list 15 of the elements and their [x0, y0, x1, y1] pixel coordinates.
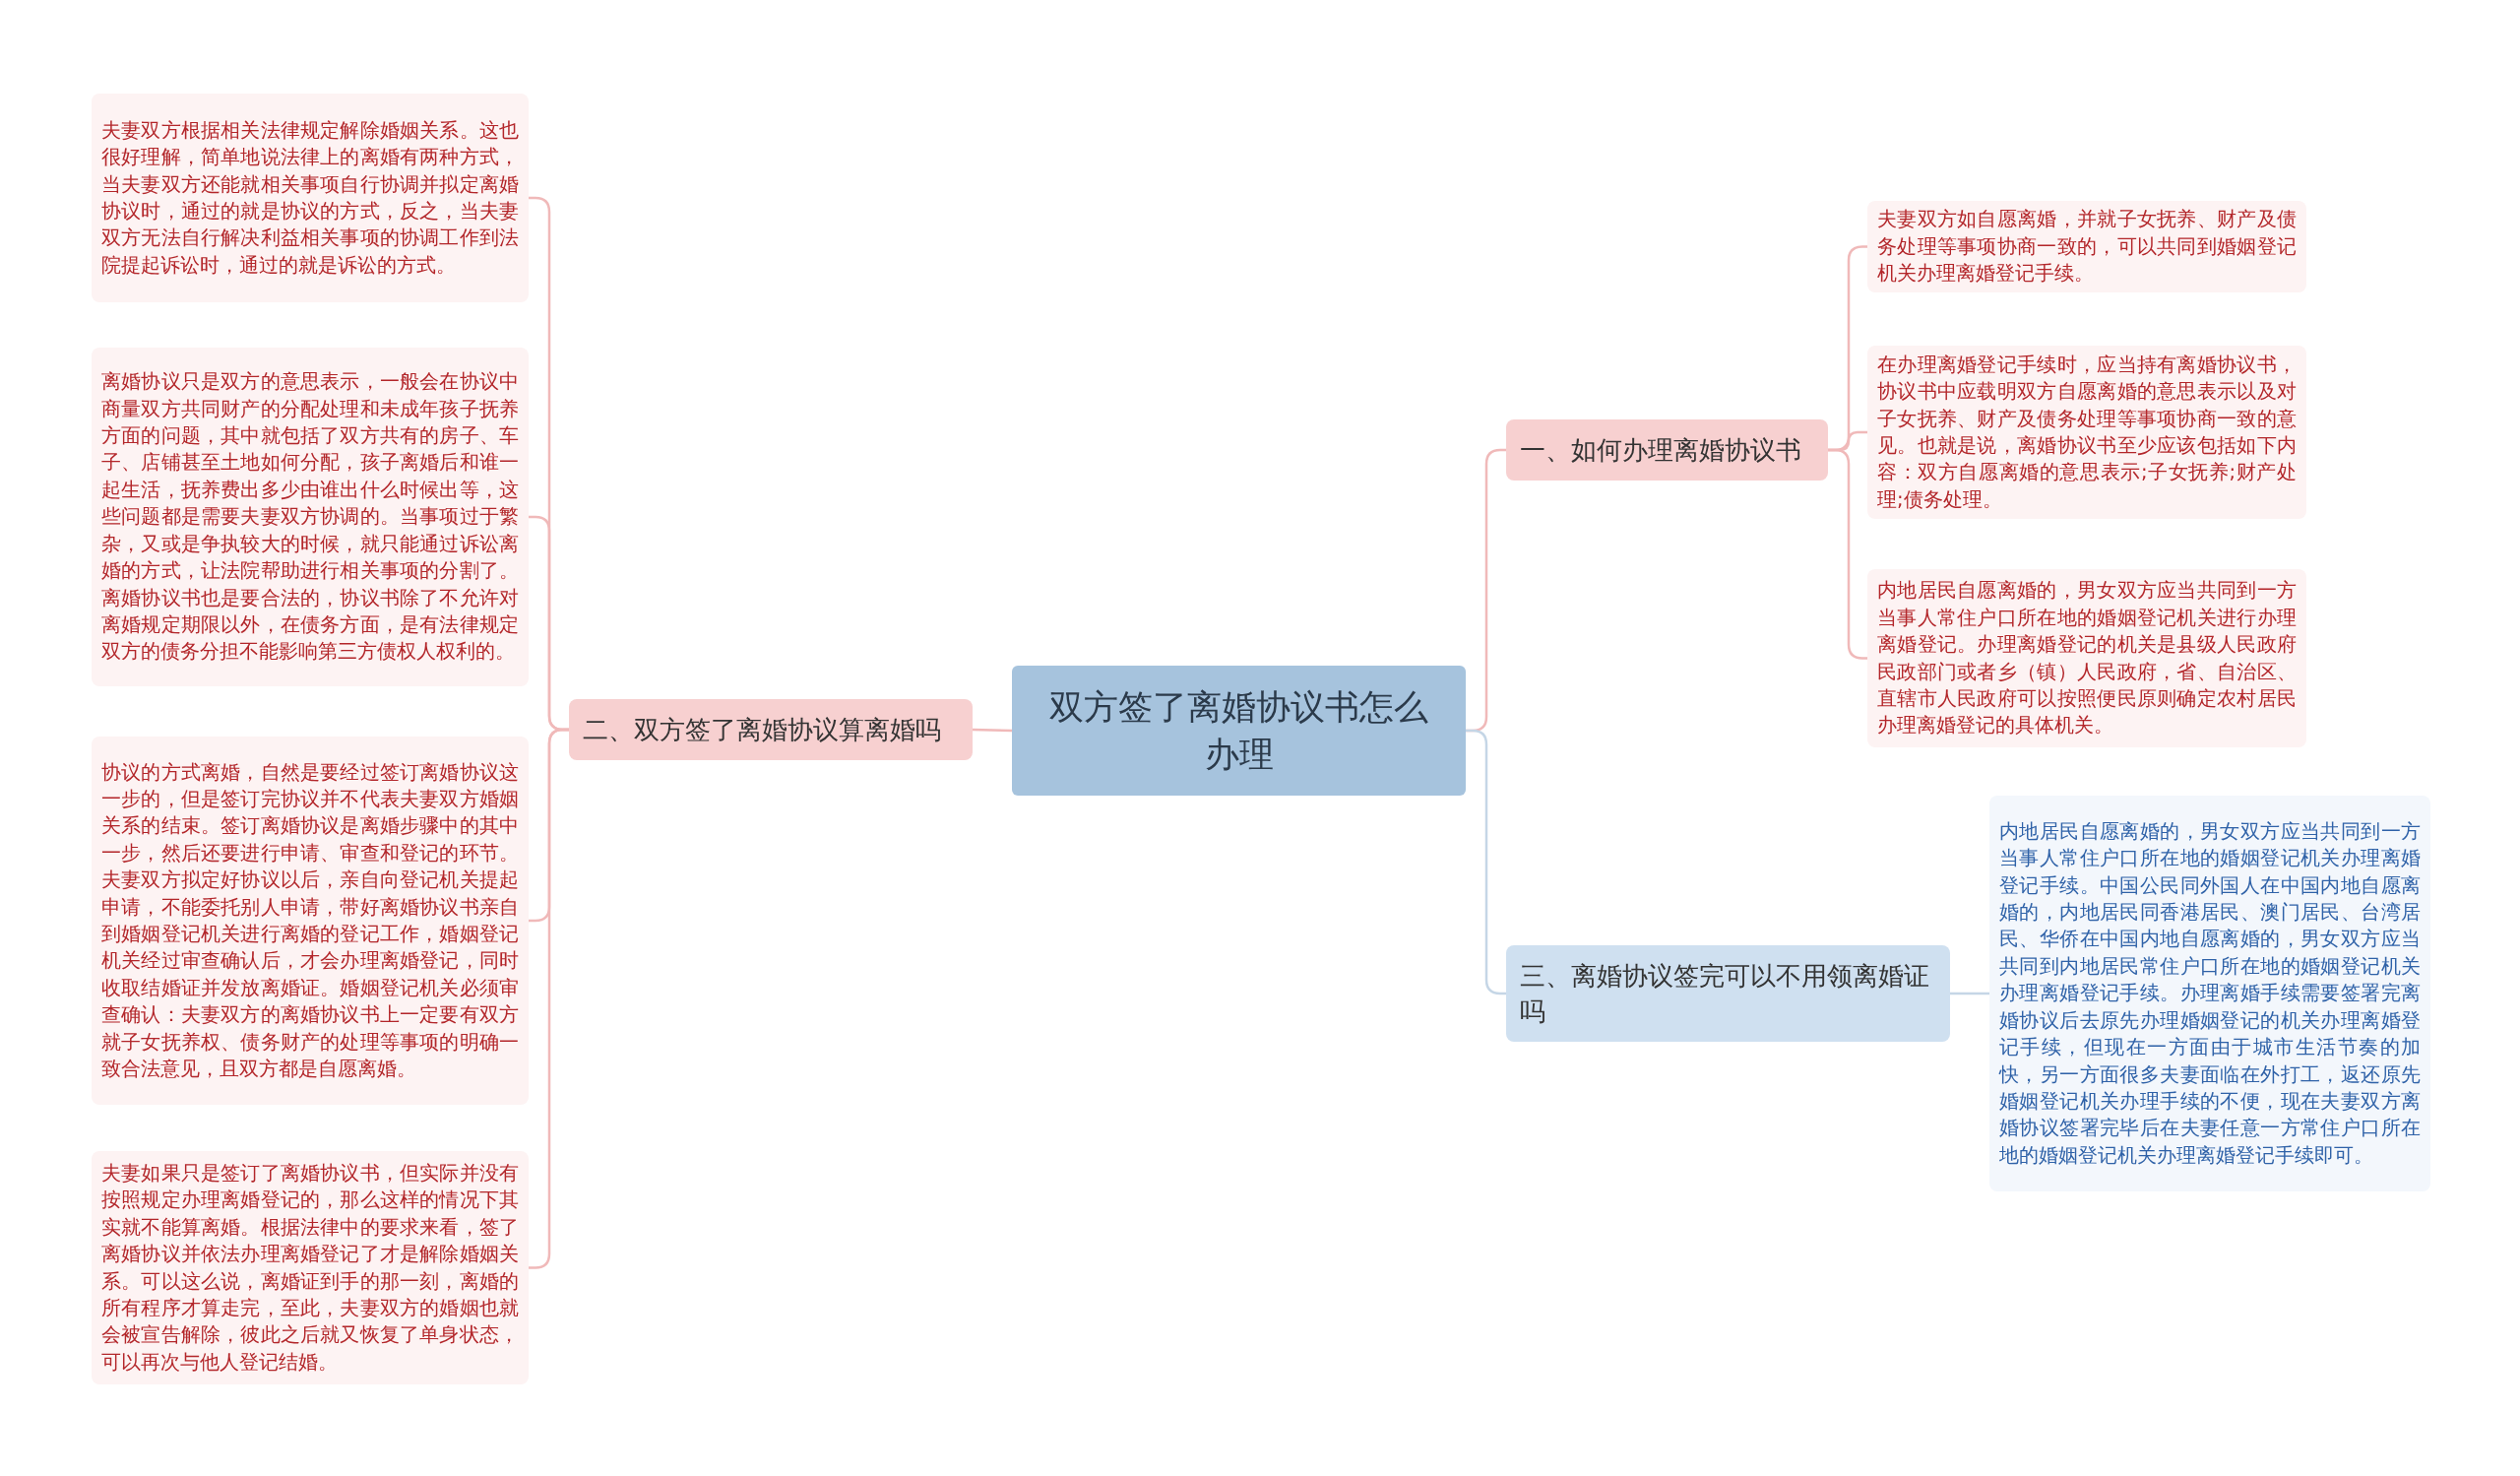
note-card: 夫妻双方根据相关法律规定解除婚姻关系。这也很好理解，简单地说法律上的离婚有两种方式，当夫妻双方还能就相关事项自行协调并拟定离婚协议时，通过的就是协议的方式，反之，当夫妻双方无法自行解决利益相关事项的协调工作到法院提起诉讼时，通过的就是诉讼的方式。: [92, 94, 529, 302]
note-card: 离婚协议只是双方的意思表示，一般会在协议中商量双方共同财产的分配处理和未成年孩子抚养方面的问题，其中就包括了双方共有的房子、车子、店铺甚至土地如何分配，孩子离婚后和谁一起生活，抚养费出多少由谁出什么时候出等，这些问题都是需要夫妻双方协调的。当事项过于繁杂，又或是争执较大的时候，就只能通过诉讼离婚的方式，让法院帮助进行相关事项的分割了。离婚协议书也是要合法的，协议书除了不允许对离婚规定期限以外，在债务方面，是有法律规定双方的债务分担不能影响第三方债权人权利的。: [92, 348, 529, 686]
branch-topic-box: 三、离婚协议签完可以不用领离婚证吗: [1506, 945, 1950, 1042]
note-card: 内地居民自愿离婚的，男女双方应当共同到一方当事人常住户口所在地的婚姻登记机关办理离婚登记手续。中国公民同外国人在中国内地自愿离婚的，内地居民同香港居民、澳门居民、台湾居民、华侨在中国内地自愿离婚的，男女双方应当共同到内地居民常住户口所在地的婚姻登记机关办理离婚登记手续。办理离婚手续需要签署完离婚协议后去原先办理婚姻登记的机关办理离婚登记手续，但现在一方面由于城市生活节奏的加快，另一方面很多夫妻面临在外打工，返还原先婚姻登记机关办理手续的不便，现在夫妻双方离婚协议签署完毕后在夫妻任意一方常住户口所在地的婚姻登记机关办理离婚登记手续即可。: [1989, 796, 2430, 1191]
branch-topic-box: 一、如何办理离婚协议书: [1506, 419, 1828, 481]
note-card: 内地居民自愿离婚的，男女双方应当共同到一方当事人常住户口所在地的婚姻登记机关进行办理离婚登记。办理离婚登记的机关是县级人民政府民政部门或者乡（镇）人民政府，省、自治区、直辖市人民政府可以按照便民原则确定农村居民办理离婚登记的具体机关。: [1867, 569, 2306, 747]
connector-line: [972, 728, 1013, 733]
root-topic-box: 双方签了离婚协议书怎么办理: [1012, 666, 1466, 796]
branch-topic-box: 二、双方签了离婚协议算离婚吗: [569, 699, 973, 760]
note-card: 夫妻如果只是签订了离婚协议书，但实际并没有按照规定办理离婚登记的，那么这样的情况下其实就不能算离婚。根据法律中的要求来看，签了离婚协议并依法办理离婚登记了才是解除婚姻关系。可以这么说，离婚证到手的那一刻，离婚的所有程序才算走完，至此，夫妻双方的婚姻也就会被宣告解除，彼此之后就又恢复了单身状态，可以再次与他人登记结婚。: [92, 1151, 529, 1384]
note-card: 在办理离婚登记手续时，应当持有离婚协议书，协议书中应载明双方自愿离婚的意思表示以及对子女抚养、财产及债务处理等事项协商一致的意见。也就是说，离婚协议书至少应该包括如下内容：双方自愿离婚的意思表示;子女抚养;财产处理;债务处理。: [1867, 346, 2306, 519]
note-card: 夫妻双方如自愿离婚，并就子女抚养、财产及债务处理等事项协商一致的，可以共同到婚姻登记机关办理离婚登记手续。: [1867, 201, 2306, 292]
connector-line: [1466, 729, 1506, 995]
note-card: 协议的方式离婚，自然是要经过签订离婚协议这一步的，但是签订完协议并不代表夫妻双方婚姻关系的结束。签订离婚协议是离婚步骤中的其中一步，然后还要进行申请、审查和登记的环节。夫妻双方拟定好协议以后，亲自向登记机关提起申请，不能委托别人申请，带好离婚协议书亲自到婚姻登记机关进行离婚的登记工作，婚姻登记机关经过审查确认后，才会办理离婚登记，同时收取结婚证并发放离婚证。婚姻登记机关必须审查确认：夫妻双方的离婚协议书上一定要有双方就子女抚养权、债务财产的处理等事项的明确一致合法意见，且双方都是自愿离婚。: [92, 737, 529, 1105]
connector-line: [1950, 992, 1989, 995]
